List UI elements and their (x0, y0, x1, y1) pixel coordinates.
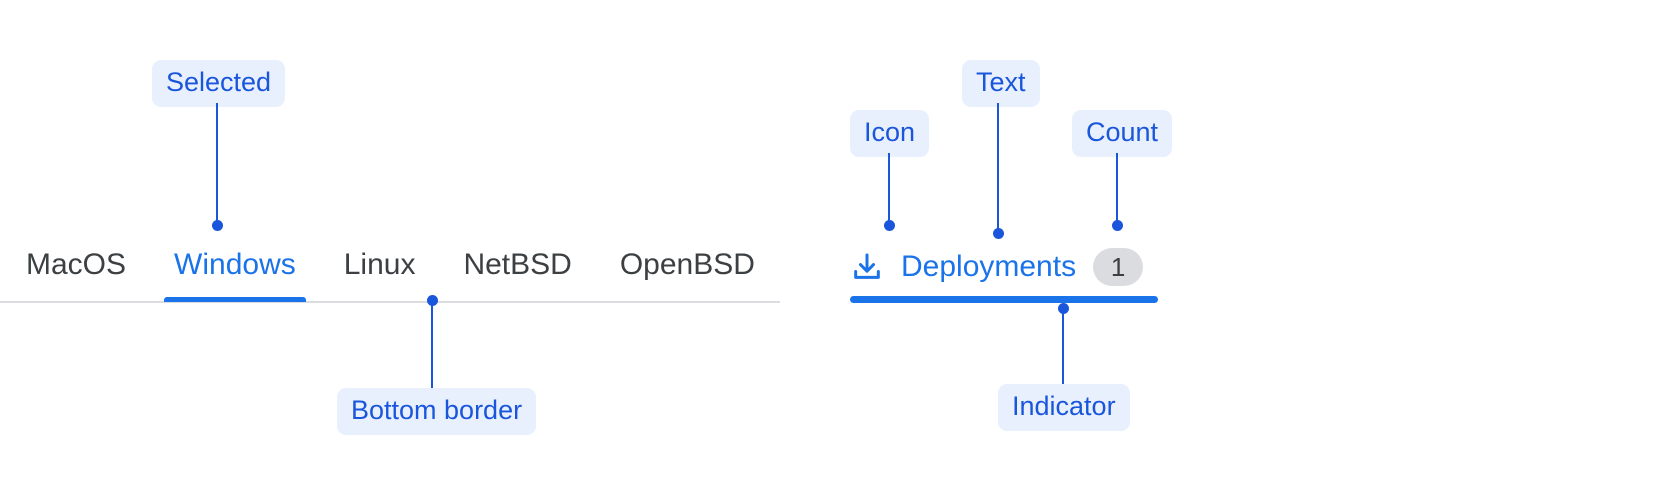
annotation-leader-selected (216, 103, 218, 225)
annotation-dot-icon (884, 220, 895, 231)
annotation-leader-text (997, 103, 999, 233)
tab-netbsd-label: NetBSD (463, 248, 572, 281)
tab-windows[interactable]: Windows (150, 246, 320, 302)
tab-linux-label: Linux (343, 248, 416, 281)
tab-deployments-label: Deployments (901, 250, 1077, 283)
tab-openbsd[interactable]: OpenBSD (596, 246, 779, 300)
annotation-label-text: Text (962, 60, 1040, 107)
tab-anatomy-right: Icon Text Count Deployments 1 Indicator (850, 0, 1350, 486)
annotation-leader-bottom-border (431, 300, 433, 388)
tab-macos-label: MacOS (26, 248, 127, 281)
annotation-dot-text (993, 228, 1004, 239)
tab-windows-label: Windows (174, 248, 296, 281)
annotation-leader-indicator (1062, 308, 1064, 384)
deployments-count-badge: 1 (1093, 248, 1144, 286)
tab-indicator-bar (850, 296, 1158, 303)
annotation-dot-selected (212, 220, 223, 231)
annotation-leader-icon (888, 153, 890, 225)
tab-bar: MacOS Windows Linux NetBSD OpenBSD (0, 246, 780, 303)
annotation-leader-count (1116, 153, 1118, 225)
tab-deployments[interactable]: Deployments 1 (850, 240, 1144, 304)
annotation-label-count: Count (1072, 110, 1173, 157)
download-icon (850, 250, 884, 284)
annotation-label-indicator: Indicator (998, 384, 1130, 431)
tab-openbsd-label: OpenBSD (619, 248, 755, 281)
annotation-label-icon: Icon (850, 110, 930, 157)
tab-macos[interactable]: MacOS (0, 246, 150, 300)
annotation-dot-count (1112, 220, 1123, 231)
annotation-label-selected: Selected (152, 60, 286, 107)
tab-netbsd[interactable]: NetBSD (439, 246, 595, 300)
tabbar-anatomy-left: Selected MacOS Windows Linux NetBSD Open… (0, 0, 780, 486)
annotation-label-bottom-border: Bottom border (337, 388, 537, 435)
tab-linux[interactable]: Linux (320, 246, 440, 300)
